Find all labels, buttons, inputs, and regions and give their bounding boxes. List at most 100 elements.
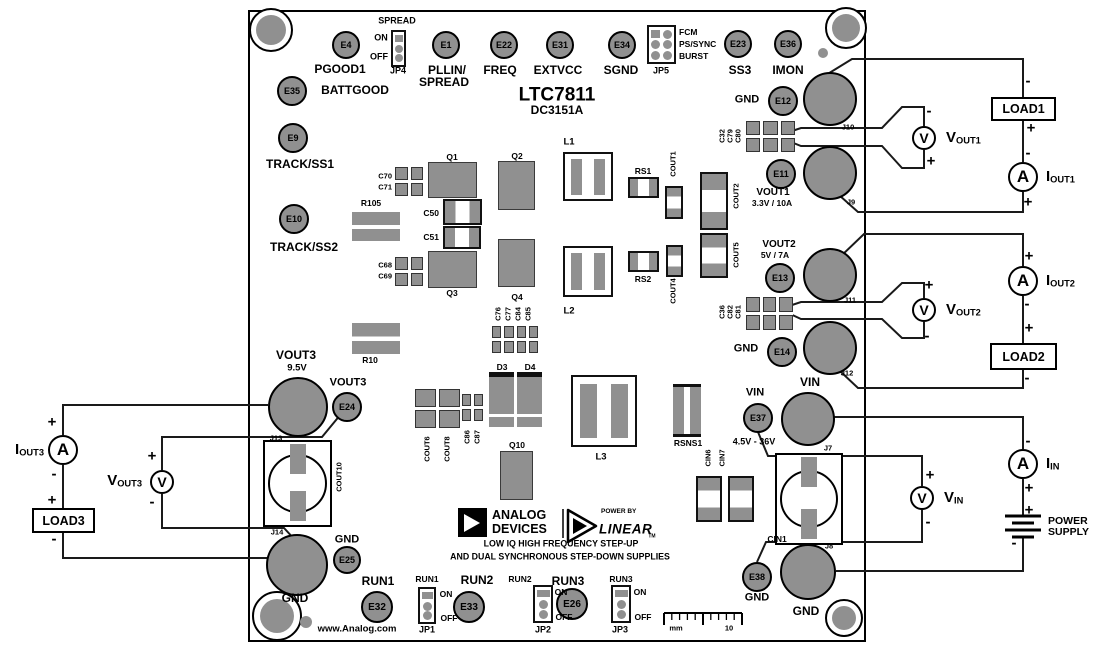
label-jp1: JP1	[418, 624, 436, 635]
pad	[746, 297, 760, 312]
jack-j9	[803, 146, 857, 200]
label-rsns1: RSNS1	[673, 437, 703, 448]
jack-label-j14: J14	[270, 527, 284, 537]
meter-label-main: V	[107, 472, 118, 490]
meter-label-main: V	[946, 301, 957, 319]
pad	[528, 341, 538, 353]
label-pllin: PLLIN/	[428, 63, 466, 77]
pad	[415, 389, 436, 407]
jack-label-j8: J8	[824, 541, 834, 551]
label-pgood1: PGOOD1	[314, 62, 366, 76]
pad	[492, 341, 502, 353]
label-c70: C70	[378, 171, 392, 181]
label-extvcc: EXTVCC	[533, 63, 583, 77]
label-on: ON	[374, 32, 388, 43]
component-c76-c85	[492, 326, 538, 353]
pad	[763, 121, 778, 135]
jack-label-j13: J13	[269, 433, 283, 443]
label-c86: C86	[462, 430, 472, 444]
jumper-pin	[422, 611, 432, 621]
via-dot	[818, 48, 828, 58]
pad	[746, 138, 761, 152]
label-gnd: GND	[792, 604, 820, 618]
testpoint-e38: E38	[742, 562, 772, 592]
testpoint-e25: E25	[333, 546, 361, 574]
pad	[410, 257, 423, 270]
polarity-plus: +	[925, 466, 935, 484]
testpoint-e34: E34	[608, 31, 636, 59]
pad	[410, 273, 423, 286]
label-fcm: FCM	[679, 26, 698, 37]
ammeter-out1: A	[1008, 162, 1038, 192]
pad	[528, 326, 538, 338]
label-gnd: GND	[734, 93, 760, 106]
label-vout2: VOUT2	[762, 239, 796, 250]
pad	[395, 257, 408, 270]
label-imon: IMON	[772, 63, 804, 77]
component-cout6-cout8	[415, 389, 460, 428]
jp4-jumper	[391, 30, 406, 67]
component-d4	[517, 372, 542, 427]
polarity-plus: +	[47, 413, 57, 431]
meter-label-main: V	[946, 129, 957, 147]
testpoint-e33: E33	[453, 591, 485, 623]
meter-label-i-in: IIN	[1046, 456, 1059, 472]
jumper-pin-square	[394, 35, 403, 42]
component-cout10	[263, 440, 332, 527]
testpoint-e24: E24	[332, 392, 362, 422]
jack-label-j9: J9	[846, 197, 856, 207]
jack-j8	[780, 544, 836, 600]
jack-j13	[268, 377, 328, 437]
jumper-pin	[663, 30, 673, 39]
polarity-plus: +	[1024, 247, 1034, 265]
hole-pad	[832, 606, 856, 630]
capacitor-pad	[289, 444, 306, 474]
polarity-minus: -	[1025, 72, 1031, 90]
label-cin6: CIN6	[703, 449, 713, 467]
label-cout6: COUT6	[422, 436, 432, 462]
pad	[516, 341, 526, 353]
polarity-plus: +	[1024, 319, 1034, 337]
label-dc3151a: DC3151A	[530, 103, 584, 117]
label-r10: R10	[362, 354, 378, 365]
polarity-minus: -	[1025, 144, 1031, 162]
jumper-pin	[538, 610, 548, 619]
jumper-pin	[650, 40, 660, 50]
component-l1	[563, 152, 613, 201]
pad	[779, 315, 793, 330]
jack-label-j7: J7	[823, 443, 833, 453]
pad	[462, 394, 471, 406]
label-off: OFF	[370, 51, 388, 62]
label-c71: C71	[378, 182, 392, 192]
component-c36-c82-c81	[746, 297, 793, 330]
label-rs2: RS2	[634, 273, 652, 284]
jp3-jumper	[611, 585, 631, 623]
label-cout2: COUT2	[731, 183, 741, 209]
component-rsns1	[673, 384, 701, 437]
label-ltc7811: LTC7811	[518, 84, 596, 106]
polarity-plus: +	[1024, 501, 1034, 519]
testpoint-e22: E22	[490, 31, 518, 59]
pad	[746, 315, 760, 330]
load-box-1: LOAD1	[991, 97, 1056, 121]
label-l3: L3	[595, 451, 607, 463]
pad	[504, 341, 514, 353]
polarity-plus: +	[47, 491, 57, 509]
meter-label-i-out2: IOUT2	[1046, 273, 1075, 289]
meter-label-v-out2: VOUT2	[946, 302, 981, 318]
jumper-pin	[394, 44, 403, 53]
component-c50	[443, 199, 482, 225]
label-power: POWER	[1048, 514, 1088, 527]
testpoint-e31: E31	[546, 31, 574, 59]
jumper-pin	[394, 54, 403, 63]
component-r10	[352, 323, 400, 354]
jack-j14	[266, 534, 328, 596]
meter-label-sub: OUT1	[1050, 174, 1075, 185]
voltmeter-out1: V	[912, 126, 936, 150]
testpoint-e13: E13	[765, 263, 795, 293]
label-c50: C50	[423, 207, 439, 218]
component-cout4	[666, 245, 683, 277]
meter-label-i-out1: IOUT1	[1046, 169, 1075, 185]
label-vout1: VOUT1	[756, 187, 790, 198]
